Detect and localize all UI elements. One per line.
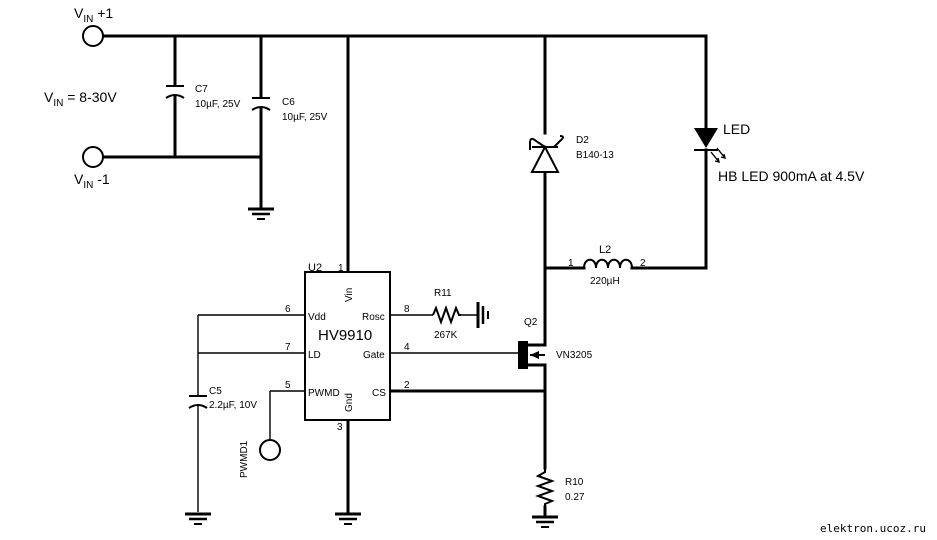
svg-text:VIN = 8-30V: VIN = 8-30V (44, 89, 117, 109)
vin-plus-terminal (82, 25, 104, 47)
l2-value: 220µH (590, 276, 620, 287)
c5-value: 2.2µF, 10V (209, 400, 257, 411)
watermark: elektron.ucoz.ru (820, 522, 926, 535)
c7-capacitor (165, 85, 185, 99)
l2-pin2: 2 (640, 258, 646, 269)
c6-capacitor (251, 97, 271, 111)
q2-mosfet (518, 341, 547, 369)
d2-diode (529, 135, 564, 173)
d2-value: B140-13 (576, 150, 614, 161)
pin-vin-num: 1 (338, 263, 344, 274)
c7-value: 10µF, 25V (195, 99, 241, 110)
ground-symbol (530, 515, 560, 529)
l2-ref: L2 (599, 244, 611, 256)
led-diode (694, 128, 726, 163)
pin-gate-num: 4 (404, 342, 410, 353)
c5-capacitor (188, 395, 208, 409)
pin-gate-name: Gate (363, 350, 385, 361)
pin-rosc-num: 8 (404, 304, 410, 315)
pin-vdd-num: 6 (285, 304, 291, 315)
pin-pwmd-num: 5 (285, 380, 291, 391)
c7-ref: C7 (195, 84, 208, 95)
pin-ld-name: LD (308, 350, 321, 361)
q2-ref: Q2 (524, 317, 538, 328)
r11-resistor (432, 305, 461, 325)
r10-ref: R10 (565, 477, 584, 488)
pin-rosc-name: Rosc (362, 312, 385, 323)
c6-value: 10µF, 25V (282, 112, 328, 123)
pin-gnd-num: 3 (337, 422, 343, 433)
pin-cs-num: 2 (404, 380, 410, 391)
vin-minus-terminal (82, 146, 104, 168)
pin-ld-num: 7 (285, 342, 291, 353)
ic-body (304, 271, 391, 421)
svg-text:VIN -1: VIN -1 (74, 171, 110, 191)
wires (102, 34, 708, 517)
pin-pwmd-name: PWMD (308, 388, 340, 399)
vin-range-label: VIN = 8-30V (44, 89, 117, 109)
led-value: HB LED 900mA at 4.5V (718, 168, 865, 184)
ic-ref: U2 (308, 262, 322, 274)
vin-plus-label: VIN +1 (74, 5, 113, 25)
r10-value: 0.27 (565, 492, 585, 503)
r11-value: 267K (434, 330, 458, 341)
pwmd-label: PWMD1 (239, 440, 250, 478)
led-ref: LED (723, 121, 750, 137)
pin-gnd-name: Gnd (344, 393, 355, 412)
c6-ref: C6 (282, 97, 295, 108)
pin-vin-name: Vin (344, 288, 355, 302)
svg-text:VIN +1: VIN +1 (74, 5, 113, 25)
ground-symbol (476, 302, 489, 328)
ground-symbol (333, 512, 363, 526)
r10-resistor (535, 468, 555, 507)
d2-ref: D2 (576, 135, 589, 146)
l2-pin1: 1 (568, 258, 574, 269)
ground-symbol (183, 512, 213, 526)
ic-part: HV9910 (318, 327, 372, 344)
pin-vdd-name: Vdd (308, 312, 326, 323)
ground-symbol (246, 207, 276, 221)
l2-inductor (583, 258, 633, 269)
pin-cs-name: CS (372, 388, 386, 399)
vin-minus-label: VIN -1 (74, 171, 110, 191)
pwmd-terminal (259, 439, 281, 461)
q2-value: VN3205 (556, 350, 593, 361)
c5-ref: C5 (209, 386, 222, 397)
r11-ref: R11 (434, 288, 452, 299)
